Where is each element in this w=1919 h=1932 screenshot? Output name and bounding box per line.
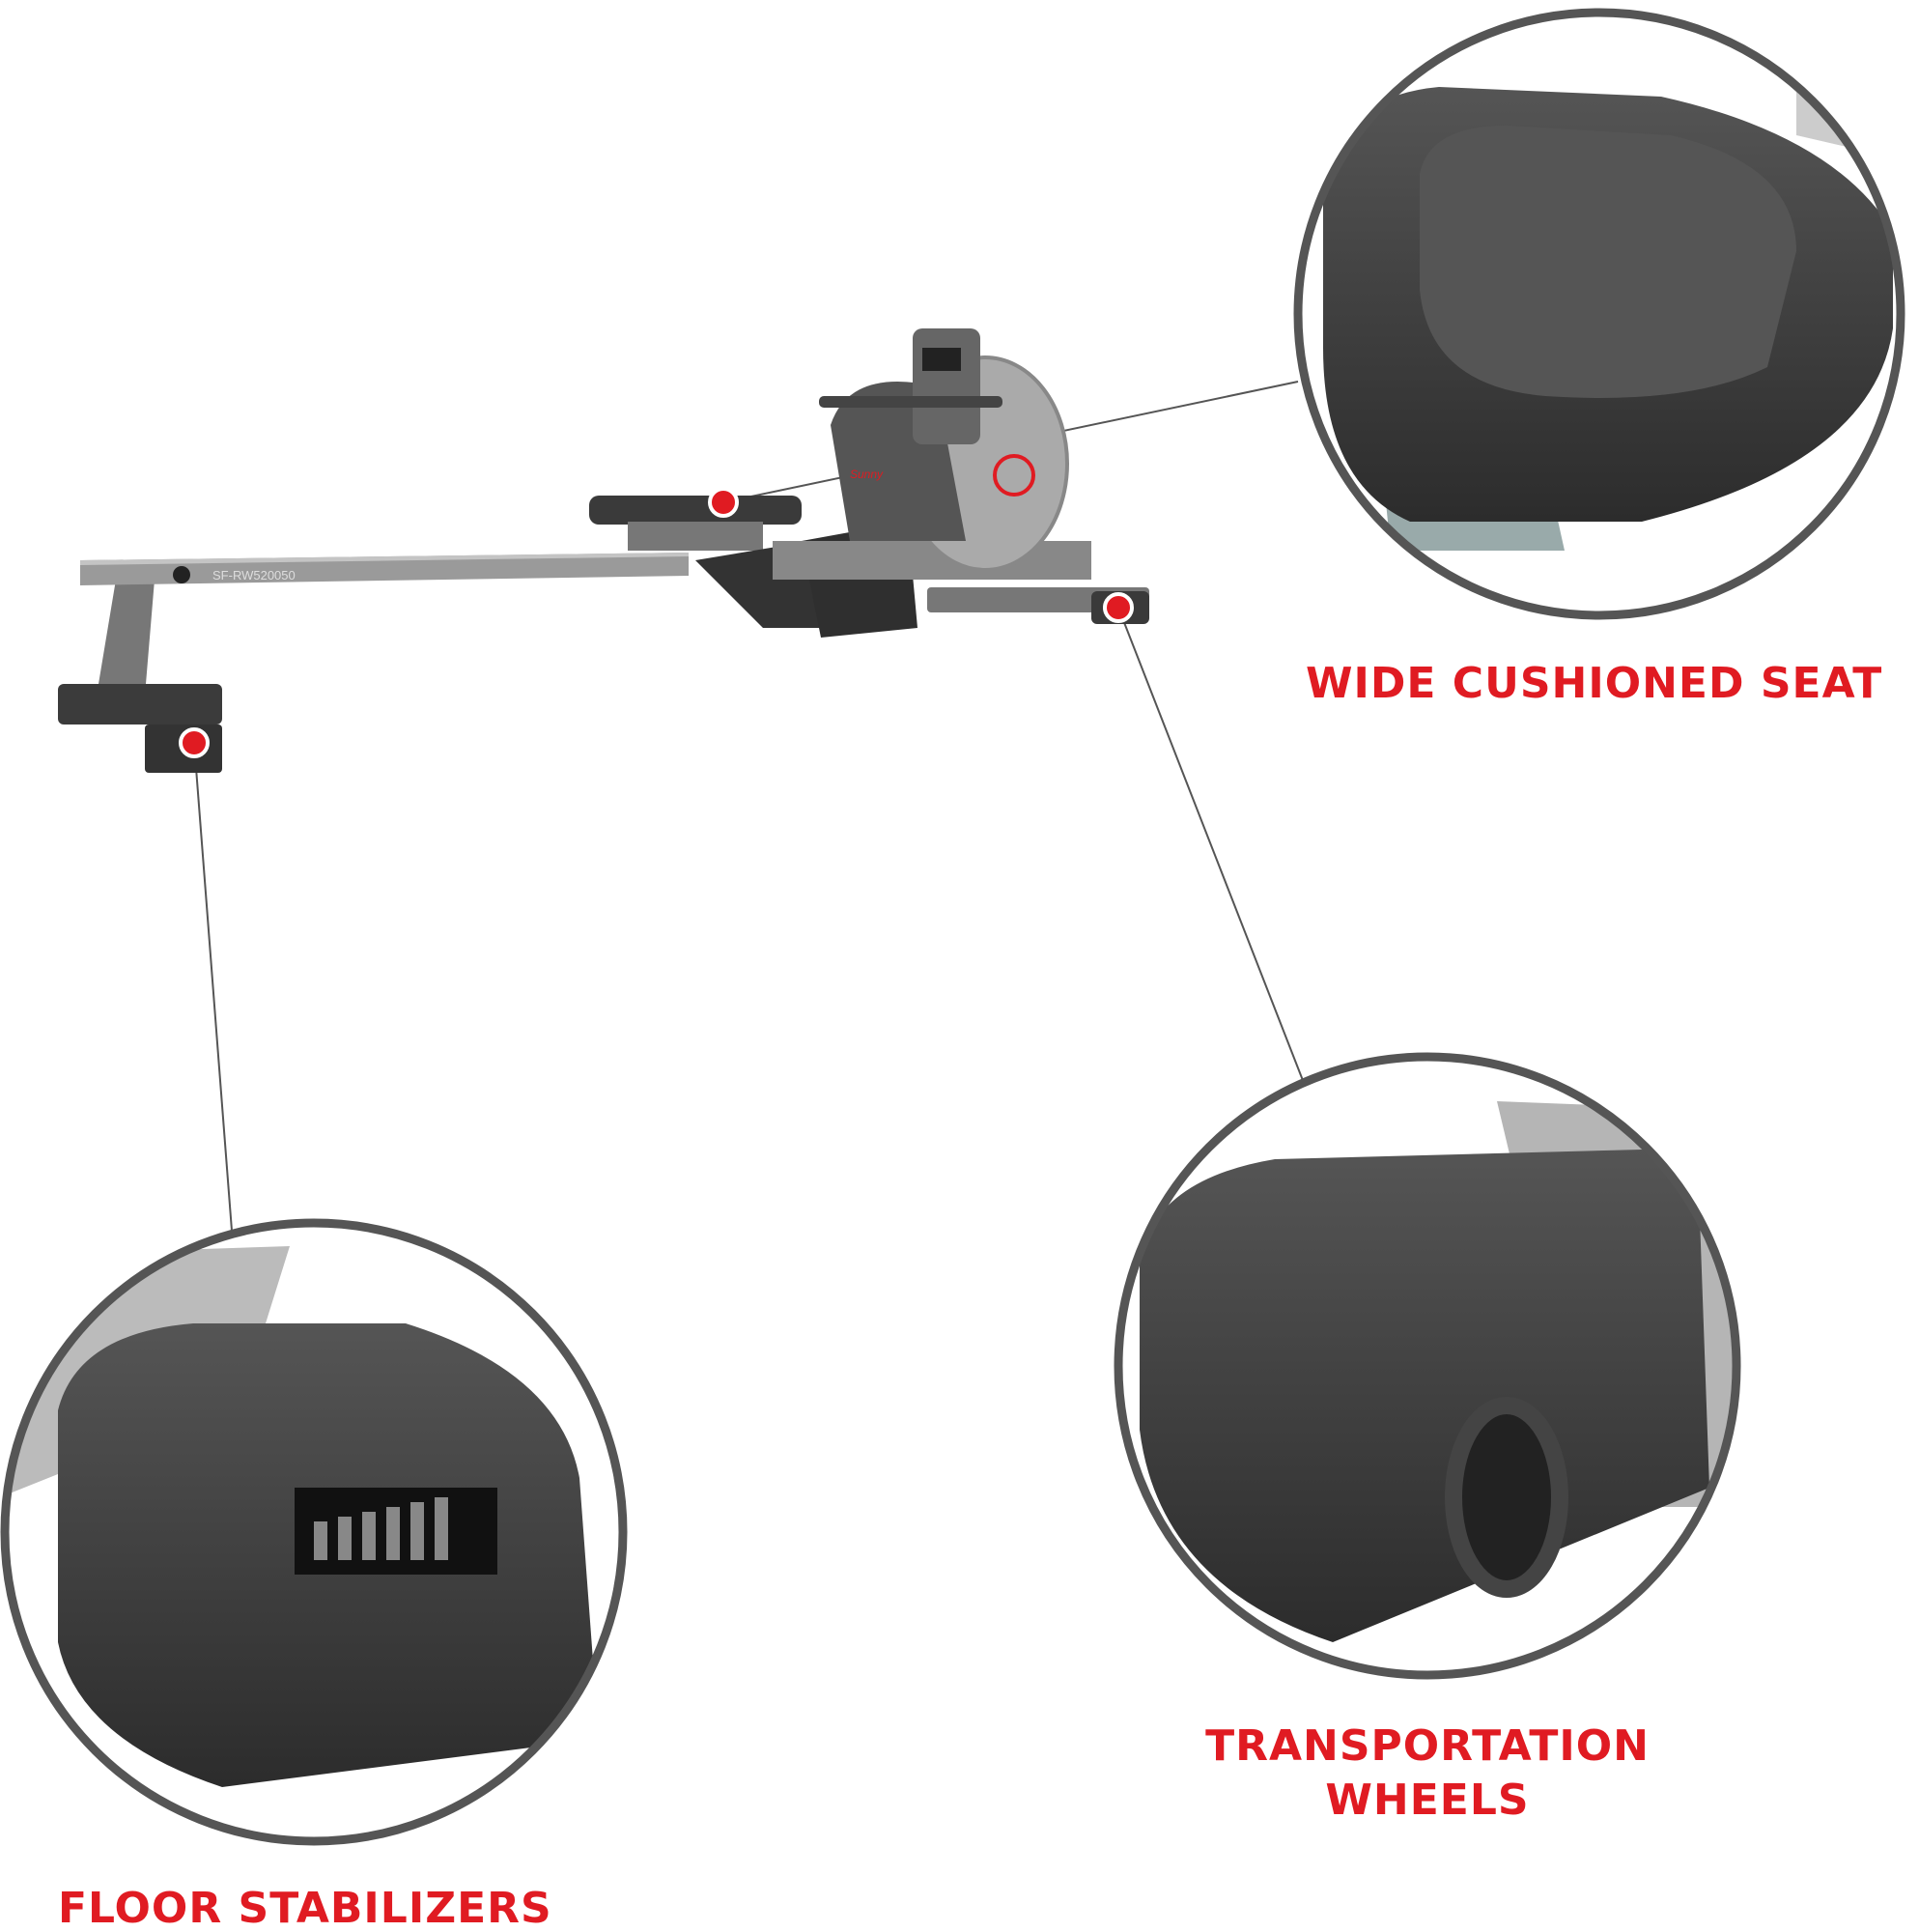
wheel-closeup bbox=[1118, 1057, 1736, 1675]
seat-closeup bbox=[1298, 13, 1901, 615]
wheels-label: TRANSPORTATION WHEELS bbox=[1138, 1719, 1717, 1828]
stabilizer-hotspot[interactable] bbox=[179, 727, 210, 758]
wheel bbox=[1445, 1397, 1568, 1598]
monitor bbox=[913, 328, 980, 444]
brand-logo: Sunny bbox=[850, 468, 884, 481]
seat-hotspot[interactable] bbox=[708, 487, 739, 518]
wheel-leader-line bbox=[1117, 607, 1305, 1084]
handle bbox=[819, 396, 1002, 408]
seat bbox=[589, 496, 802, 525]
wheels-label-line1: TRANSPORTATION bbox=[1205, 1721, 1650, 1771]
wheel-hotspot[interactable] bbox=[1103, 592, 1134, 623]
stabilizers-label: FLOOR STABILIZERS bbox=[58, 1884, 552, 1932]
wheels-label-line2: WHEELS bbox=[1325, 1776, 1530, 1825]
rowing-machine: SF-RW520050 Sunny bbox=[58, 328, 1149, 773]
seat-label: WIDE CUSHIONED SEAT bbox=[1306, 659, 1883, 708]
stabilizer-leader-line bbox=[193, 742, 233, 1232]
rear-stabilizer bbox=[58, 684, 222, 724]
model-number: SF-RW520050 bbox=[212, 568, 296, 582]
hotspots bbox=[179, 487, 1134, 758]
